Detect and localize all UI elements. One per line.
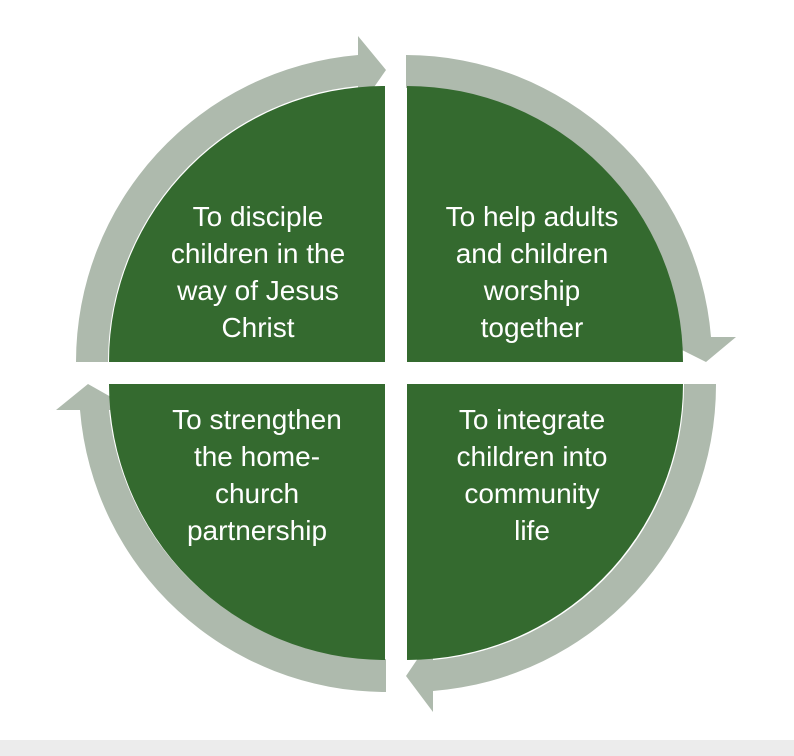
- cycle-quadrants: [109, 86, 683, 660]
- label-line: life: [514, 515, 550, 546]
- quadrant-label-top-right: To help adults and children worship toge…: [421, 198, 643, 346]
- quadrant-label-bottom-right: To integrate children into community lif…: [421, 401, 643, 549]
- label-line: the home-: [193, 441, 321, 472]
- quadrant-label-top-left: To disciple children in the way of Jesus…: [148, 198, 368, 346]
- arrow-bottom-left: [56, 384, 386, 692]
- footer-bar: [0, 740, 794, 756]
- quadrant-top-left: [109, 86, 385, 362]
- label-line: worship: [483, 275, 581, 306]
- arrow-top-right: [406, 55, 736, 362]
- label-line: children in the: [170, 238, 346, 269]
- label-line: church: [214, 478, 300, 509]
- label-line: together: [480, 312, 584, 343]
- label-line: way of Jesus: [177, 275, 339, 306]
- label-line: Christ: [221, 312, 295, 343]
- label-line: and children: [455, 238, 609, 269]
- cycle-arrows: [56, 36, 736, 712]
- label-line: To help adults: [445, 201, 619, 232]
- quadrant-top-right: [407, 86, 683, 362]
- label-line: To integrate: [458, 404, 606, 435]
- quadrant-bottom-left: [109, 384, 385, 660]
- label-line: partnership: [186, 515, 328, 546]
- quadrant-bottom-right: [407, 384, 683, 660]
- label-line: children into: [456, 441, 608, 472]
- label-line: community: [464, 478, 600, 509]
- label-line: To strengthen: [172, 404, 342, 435]
- quadrant-label-bottom-left: To strengthen the home- church partnersh…: [146, 401, 368, 549]
- arrow-top-left: [75, 36, 386, 362]
- arrow-bottom-right: [406, 384, 717, 712]
- label-line: To disciple: [192, 201, 324, 232]
- cycle-diagram: [56, 36, 736, 712]
